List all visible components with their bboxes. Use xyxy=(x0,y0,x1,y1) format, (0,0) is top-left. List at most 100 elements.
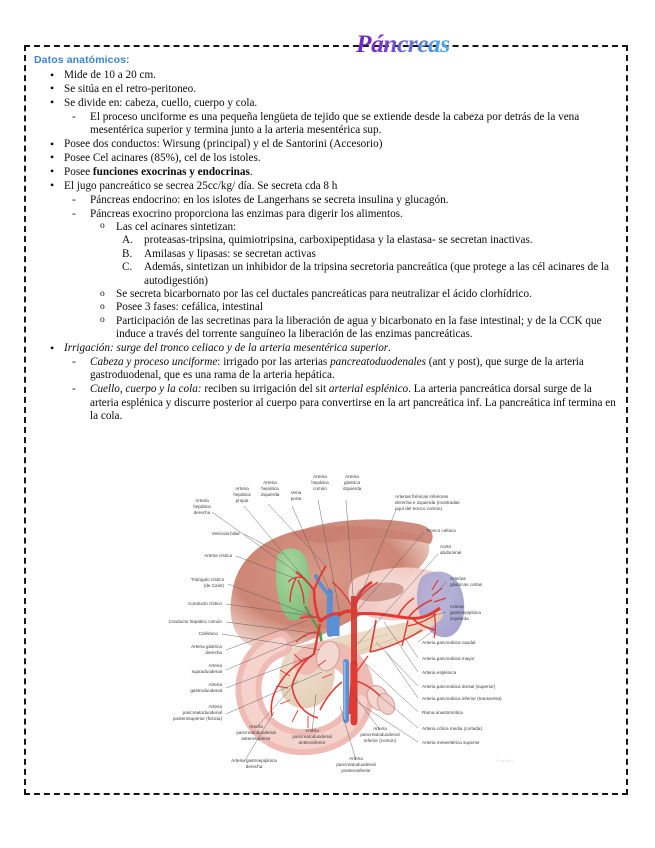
leader-line xyxy=(351,691,381,731)
leader-line xyxy=(235,555,295,579)
splenic-artery-branches xyxy=(397,597,437,631)
list-item: Las cel acinares sintetizan: A.proteasas… xyxy=(90,220,622,288)
bullet-text: . La arteria pancreática dorsal surge de… xyxy=(90,383,616,423)
leader-line xyxy=(221,633,321,651)
leader-line xyxy=(383,621,419,673)
short-gastric-arteries xyxy=(431,579,447,603)
bullet-text: El jugo pancreático se secrea 25cc/kg/ d… xyxy=(64,179,338,192)
superior-mesenteric-artery xyxy=(348,667,356,715)
bullet-text: Se secreta bicarbornato por las cel duct… xyxy=(116,288,532,300)
list-item: Se secreta bicarbornato por las cel duct… xyxy=(90,287,622,301)
notes-list-level2: Páncreas endocrino: en los islotes de La… xyxy=(64,194,622,342)
leader-line xyxy=(375,641,419,687)
bullet-text: Posee Cel acinares (85%), cel de los ist… xyxy=(64,151,261,164)
list-marker: B. xyxy=(122,247,133,260)
leader-line xyxy=(417,629,435,643)
left-hepatic-artery xyxy=(313,565,327,591)
border-top xyxy=(24,45,628,47)
duodenum-inner xyxy=(241,637,367,750)
bullet-text: Posee 3 fases: cefálica, intestinal xyxy=(116,301,263,314)
leader-line xyxy=(227,583,319,619)
bullet-text-italic: Irrigación: surge del tronco celiaco y d… xyxy=(64,342,389,355)
list-item: B. Amilasas y lipasas: se secretan activa… xyxy=(116,248,622,261)
label-tronco-celiaco: Tronco celíaco xyxy=(426,528,456,533)
leader-line xyxy=(225,671,323,715)
bullet-text-italic: pancreatoduodenales xyxy=(330,356,426,369)
bullet-text: reciben su irrigación del sit xyxy=(201,383,329,396)
notes-list-level3: Las cel acinares sintetizan: A.proteasas… xyxy=(90,220,622,342)
leader-line xyxy=(211,511,297,573)
bullet-text: Páncreas endocrino: en los islotes de La… xyxy=(90,193,449,206)
bullet-text: El proceso unciforme es una pequeña leng… xyxy=(90,110,580,137)
leader-line xyxy=(353,699,419,743)
list-item: Posee dos conductos: Wirsung (principal)… xyxy=(34,138,622,152)
bullet-text: Amilasas y lipasas: se secretan activas xyxy=(144,247,316,260)
leader-line xyxy=(355,509,397,607)
leader-line xyxy=(225,635,307,671)
anteroinferior-pancreatoduodenal-artery xyxy=(291,685,319,719)
liver-upper-lobe xyxy=(290,519,433,544)
supraduodenal-artery xyxy=(295,631,319,643)
list-item: Páncreas endocrino: en los islotes de La… xyxy=(64,193,622,208)
list-item: Posee 3 fases: cefálica, intestinal xyxy=(90,301,622,315)
list-item: Participación de las secretinas para la … xyxy=(90,314,622,342)
list-item: Mide de 10 a 20 cm. xyxy=(34,68,622,82)
page-border-frame xyxy=(24,45,628,795)
bullet-text: Las cel acinares sintetizan: xyxy=(116,220,237,233)
left-gastric-artery xyxy=(350,580,373,611)
border-left xyxy=(24,45,26,795)
duodenal-vasa-recta xyxy=(275,653,333,728)
label-conducto-hepatico-comun: Conducto hepático común xyxy=(169,619,223,624)
leader-line xyxy=(345,499,355,609)
leader-line xyxy=(225,653,317,689)
label-conducto-cistico: Conducto cístico xyxy=(188,601,222,606)
label-arteria-pancreatica-caudal: Arteria pancreática caudal xyxy=(422,640,475,645)
list-item: El proceso unciforme es una pequeña leng… xyxy=(64,111,622,138)
portal-vein-branch xyxy=(314,574,332,598)
label-rama-anastomotica: Rama anastomótica xyxy=(422,710,463,715)
notes-list-level1: Mide de 10 a 20 cm. Se sitúa en el retro… xyxy=(34,68,622,424)
label-arteria-pancreatica-inferior: Arteria pancreática inferior (transversa… xyxy=(422,696,502,701)
organ-shapes xyxy=(230,519,465,756)
leader-line xyxy=(311,693,317,733)
leader-line xyxy=(225,603,313,617)
list-item: El jugo pancreático se secrea 25cc/kg/ d… xyxy=(34,179,622,342)
bullet-text: : irrigado por las arterias xyxy=(217,356,331,369)
list-item: Irrigación: surge del tronco celiaco y d… xyxy=(34,342,622,423)
anastomotic-branch xyxy=(351,655,369,681)
list-item: Cabeza y proceso unciforme: irrigado por… xyxy=(64,356,622,383)
label-vesicula-biliar: Vesícula biliar xyxy=(212,531,241,536)
label-arteria-mesenterica-superior: Arteria mesentérica superior xyxy=(422,740,480,745)
bullet-text: Participación de las secretinas para la … xyxy=(116,314,602,341)
leader-line xyxy=(435,581,447,595)
section-heading: Datos anatómicos: xyxy=(34,54,130,66)
label-arteria-pancreatica-dorsal: Arteria pancreática dorsal (superior) xyxy=(422,684,496,689)
bullet-text: proteasas-tripsina, quimiotripsina, carb… xyxy=(144,234,533,247)
leader-line xyxy=(339,705,357,761)
label-triangulo-cistico: Triángulo cístico(de Calot) xyxy=(191,577,225,588)
leader-line xyxy=(431,611,447,617)
label-arteria-pancreatica-mayor: Arteria pancreática mayor xyxy=(422,656,475,661)
notes-list-level2: El proceso unciforme es una pequeña leng… xyxy=(64,111,622,138)
great-pancreatic-artery xyxy=(401,619,409,647)
leader-line xyxy=(379,695,419,729)
celiac-trunk xyxy=(336,609,355,618)
leader-line xyxy=(243,711,275,763)
label-arteria-cistica: Arteria cística xyxy=(204,553,232,558)
bullet-text: Páncreas exocrino proporciona las enzima… xyxy=(90,207,403,220)
